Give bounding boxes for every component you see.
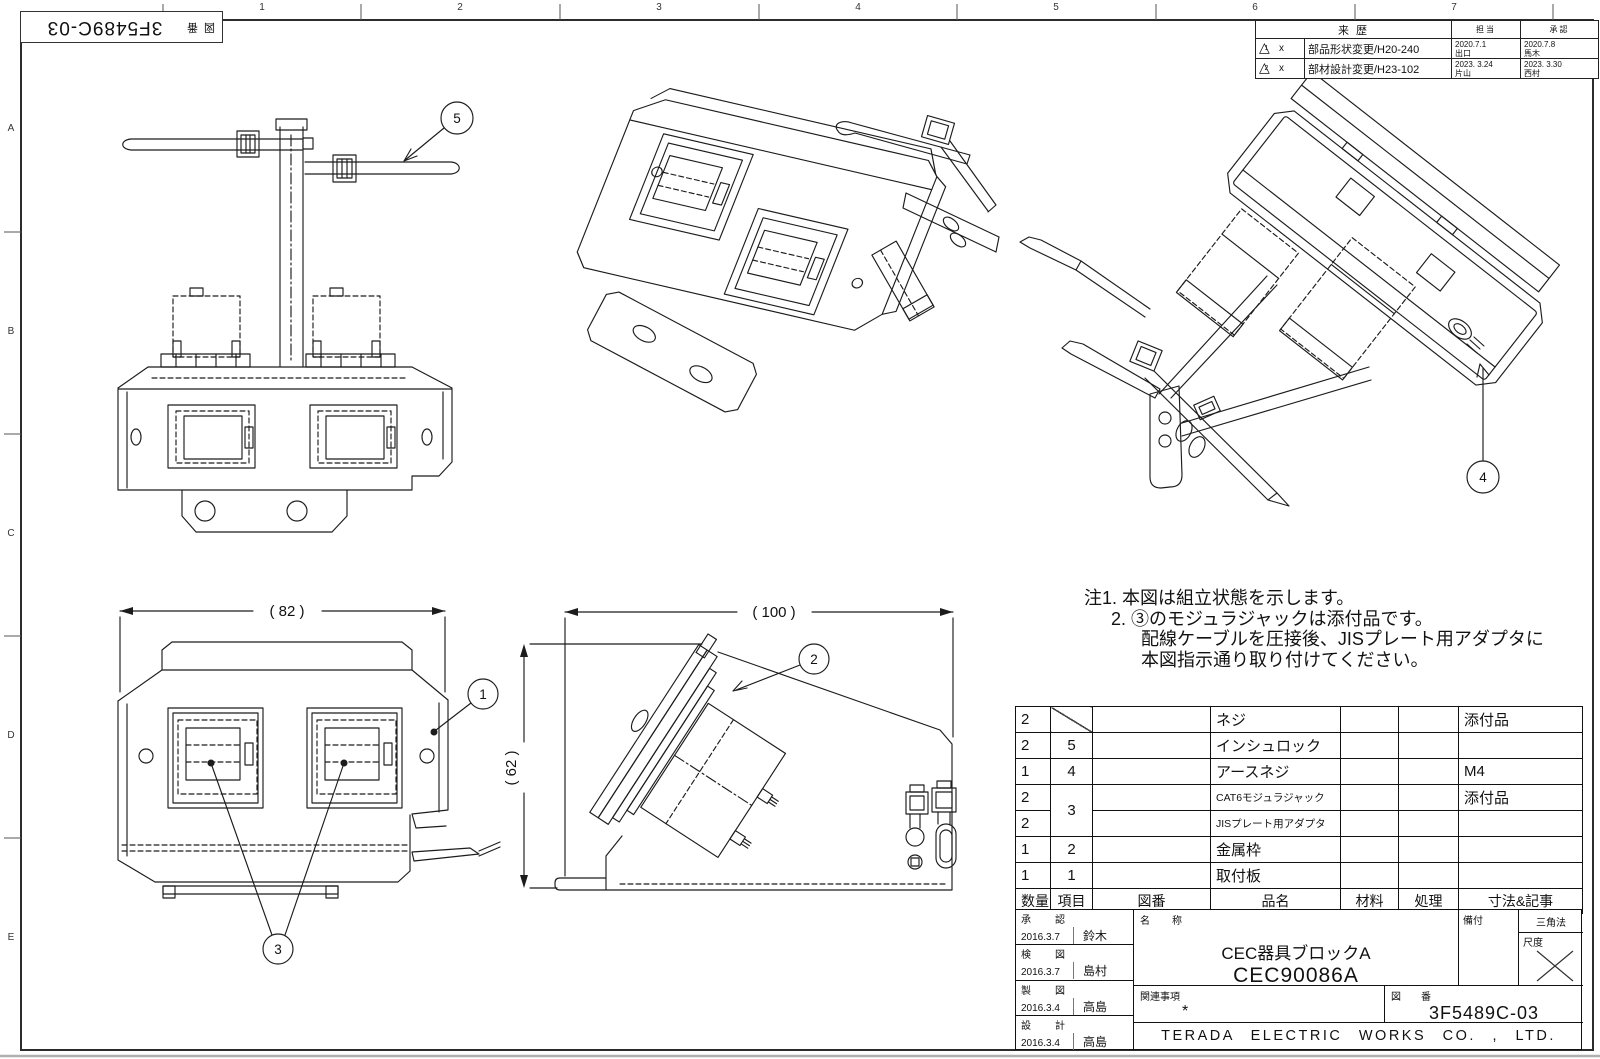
- dim-100: ( 100 ): [752, 604, 795, 621]
- zone-row-a: A: [7, 123, 15, 134]
- corner-stamp-label-2: 番: [187, 21, 198, 34]
- product-code: CEC90086A: [1233, 964, 1359, 987]
- zone-col-5: 5: [1053, 2, 1059, 13]
- no-scale-cross-icon: [1536, 950, 1574, 982]
- cable-tie-buckle-left: [236, 130, 260, 158]
- zone-row-b: B: [7, 326, 15, 337]
- iso-rear-jack-right: [1278, 237, 1416, 381]
- bom-row: 2 JISプレート用アダプタ: [1015, 810, 1583, 837]
- iso-jack-window-left: [628, 133, 754, 241]
- zone-col-1: 1: [259, 2, 265, 13]
- related-items-cell: 関連事項 *: [1134, 986, 1384, 1023]
- note-line: 2. ③のモジュラジャックは添付品です。: [1111, 608, 1433, 629]
- zone-col-4: 4: [855, 2, 861, 13]
- corner-drawing-number-stamp: 図 番 3F5489C-03: [20, 11, 223, 43]
- revision-triangle-icon: △2: [1259, 59, 1270, 76]
- iso-tie-buckle: [920, 114, 956, 146]
- balloon-4-circle: [1466, 460, 1500, 494]
- mounting-flange: [586, 291, 758, 413]
- note-line: 本図指示通り取り付けてください。: [1141, 649, 1429, 670]
- dim-82: ( 82 ): [269, 603, 304, 620]
- zone-row-d: D: [7, 730, 15, 741]
- corner-stamp-label-1: 図: [204, 21, 215, 34]
- dim-62: ( 62 ): [503, 750, 520, 785]
- drawing-number: 3F5489C-03: [1428, 1003, 1540, 1023]
- zone-col-6: 6: [1252, 2, 1258, 13]
- revision-history-header: 来 歴: [1255, 20, 1452, 39]
- company-name: TERADA ELECTRIC WORKS CO. , LTD.: [1161, 1027, 1556, 1044]
- balloon-5-circle: [440, 101, 474, 135]
- product-name: CEC器具ブロックA: [1221, 944, 1371, 963]
- front-jack-window-right: [306, 707, 403, 809]
- balloon-4-label: 4: [1479, 470, 1487, 485]
- zone-row-c: C: [7, 528, 15, 539]
- revision-triangle-icon: △1: [1259, 39, 1270, 56]
- view-front: [117, 607, 501, 965]
- zone-col-3: 3: [656, 2, 662, 13]
- assembly-notes: 注1. 本図は組立状態を示します。 2. ③のモジュラジャックは添付品です。 配…: [1084, 588, 1544, 670]
- note-line: 注1. 本図は組立状態を示します。: [1084, 588, 1355, 608]
- balloon-2-circle: [798, 643, 830, 675]
- view-isometric-front: [576, 88, 1000, 413]
- view-isometric-rear: [1019, 71, 1561, 507]
- jack-window-right: [309, 404, 398, 469]
- balloon-3-label: 3: [274, 942, 282, 957]
- revision-charge-header: 担当: [1451, 20, 1521, 39]
- side-tie-heads: [905, 780, 957, 870]
- balloon-1-label: 1: [479, 687, 487, 702]
- projection-cell: 三角法: [1518, 910, 1583, 933]
- bom-row: 2 ネジ添付品: [1015, 706, 1583, 733]
- iso-jack-window-right: [723, 207, 849, 316]
- view-side: [520, 608, 957, 891]
- revision-approval-header: 承認: [1520, 20, 1599, 39]
- zone-col-7: 7: [1451, 2, 1457, 13]
- sheet-frame: [0, 4, 1600, 1058]
- cable-tie-buckle-right: [332, 154, 357, 183]
- front-jack-window-left: [167, 707, 264, 809]
- jack-window-left: [167, 404, 256, 469]
- balloon-5-label: 5: [453, 111, 461, 126]
- earth-screw: [1448, 318, 1472, 340]
- product-name-cell: 名 称 CEC器具ブロックA CEC90086A: [1134, 910, 1458, 987]
- drawing-number-cell: 図 番 3F5489C-03: [1384, 986, 1583, 1023]
- zone-row-e: E: [7, 932, 15, 943]
- view-rear-elevation: [117, 101, 474, 533]
- balloon-2-label: 2: [810, 652, 818, 667]
- iso-rear-jack-left: [1175, 208, 1299, 338]
- scale-cell: 尺度: [1518, 933, 1583, 986]
- balloon-3-circle: [262, 933, 294, 965]
- corner-stamp-number: 3F5489C-03: [46, 17, 163, 38]
- note-line: 配線ケーブルを圧接後、JISプレート用アダプタに: [1141, 629, 1544, 649]
- balloon-1-circle: [467, 678, 499, 710]
- tilted-plate-assembly: [589, 633, 787, 858]
- attachment-cell: 備付: [1458, 910, 1518, 986]
- zone-col-2: 2: [457, 2, 463, 13]
